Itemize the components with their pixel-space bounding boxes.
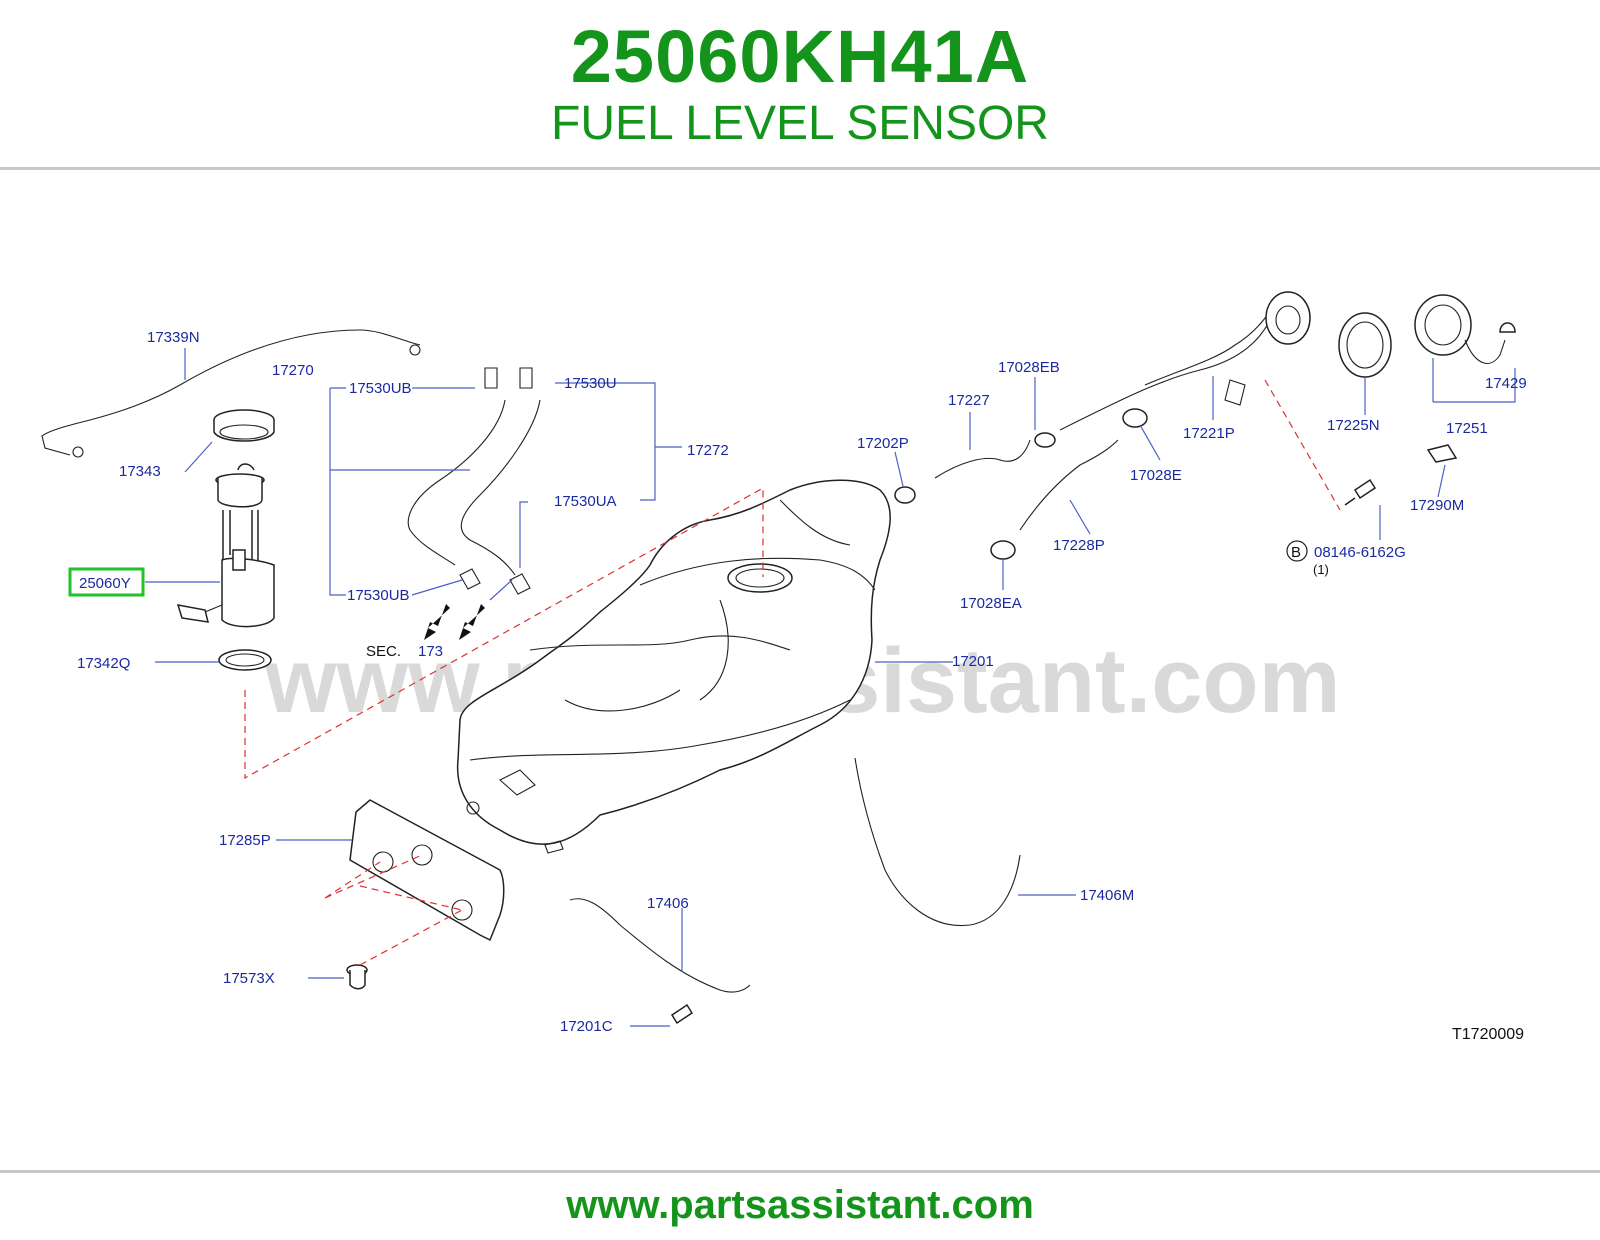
callout-17028EA[interactable]: 17028EA: [960, 595, 1022, 612]
reference-lines: [244, 379, 1341, 966]
label-plate-drawing: [1426, 444, 1458, 463]
strap-17406-drawing: [569, 898, 751, 993]
leader-lines: [145, 348, 1516, 1027]
filler-tube-drawing: [1059, 291, 1311, 431]
fuel-pump-module-drawing: [176, 463, 275, 628]
callout-17285P[interactable]: 17285P: [219, 832, 271, 849]
bolt-08146-drawing: [1344, 478, 1377, 506]
seal-17225N-drawing: [1338, 312, 1392, 378]
footer-url[interactable]: www.partsassistant.com: [566, 1183, 1034, 1227]
callout-17290M[interactable]: 17290M: [1410, 497, 1464, 514]
callout-17221P[interactable]: 17221P: [1183, 425, 1235, 442]
bolt-marker-qty: (1): [1313, 562, 1329, 577]
strap-17406M-drawing: [854, 757, 1021, 927]
fuel-tank-drawing: [456, 479, 891, 854]
section-ref-prefix: SEC.: [366, 643, 401, 660]
clip-17573X-drawing: [346, 964, 368, 990]
gasket-drawing: [218, 649, 272, 671]
highlighted-callout-25060Y[interactable]: 25060Y: [68, 567, 145, 597]
vent-tube-drawing: [41, 329, 421, 458]
callout-25060Y[interactable]: 25060Y: [79, 575, 131, 592]
bolt-marker-part[interactable]: 08146-6162G: [1314, 544, 1406, 561]
callout-17028E[interactable]: 17028E: [1130, 467, 1182, 484]
callout-17406M[interactable]: 17406M: [1080, 887, 1134, 904]
callout-17201C[interactable]: 17201C: [560, 1018, 613, 1035]
lock-ring-drawing: [213, 409, 275, 442]
part-name-subtitle: FUEL LEVEL SENSOR: [551, 97, 1049, 150]
header-divider: [0, 167, 1600, 170]
bolt-marker-letter: B: [1291, 544, 1301, 561]
diagram-id: T1720009: [1452, 1026, 1524, 1043]
callout-17530UB-bottom[interactable]: 17530UB: [347, 587, 410, 604]
protector-plate-drawing: [349, 799, 505, 942]
fuel-cap-drawing: [1414, 294, 1516, 364]
hose-assembly-drawing: [407, 367, 541, 595]
clamp-17202P-drawing: [894, 486, 916, 504]
callout-17339N[interactable]: 17339N: [147, 329, 200, 346]
callout-17201[interactable]: 17201: [952, 653, 994, 670]
callout-17202P[interactable]: 17202P: [857, 435, 909, 452]
callout-17270[interactable]: 17270: [272, 362, 314, 379]
page-header: 25060KH41A FUEL LEVEL SENSOR: [0, 0, 1600, 168]
hose-17228P-drawing: [1019, 439, 1119, 531]
clamp-17028E-drawing: [1122, 408, 1148, 428]
callout-17251[interactable]: 17251: [1446, 420, 1488, 437]
callout-17225N[interactable]: 17225N: [1327, 417, 1380, 434]
callout-17272[interactable]: 17272: [687, 442, 729, 459]
callout-17406[interactable]: 17406: [647, 895, 689, 912]
callout-labels: 17339N 17270 17530UB 17530U 17272 17343 …: [77, 329, 1527, 1035]
section-arrows: [424, 604, 485, 640]
callout-17343[interactable]: 17343: [119, 463, 161, 480]
callout-17530UA[interactable]: 17530UA: [554, 493, 617, 510]
callout-17342Q[interactable]: 17342Q: [77, 655, 130, 672]
bolt-17201C-drawing: [670, 1003, 694, 1025]
hose-17227-drawing: [934, 439, 1031, 479]
callout-17028EB[interactable]: 17028EB: [998, 359, 1060, 376]
bolt-marker: B 08146-6162G (1): [1286, 540, 1406, 577]
callout-17530UB-top[interactable]: 17530UB: [349, 380, 412, 397]
clamp-17028EB-drawing: [1034, 432, 1056, 448]
footer-divider: [0, 1170, 1600, 1173]
callout-17429[interactable]: 17429: [1485, 375, 1527, 392]
callout-17227[interactable]: 17227: [948, 392, 990, 409]
callout-17530U[interactable]: 17530U: [564, 375, 617, 392]
section-ref-number[interactable]: 173: [418, 643, 443, 660]
callout-17573X[interactable]: 17573X: [223, 970, 275, 987]
clamp-17028EA-drawing: [990, 540, 1016, 560]
callout-17228P[interactable]: 17228P: [1053, 537, 1105, 554]
part-number-title: 25060KH41A: [570, 15, 1030, 98]
